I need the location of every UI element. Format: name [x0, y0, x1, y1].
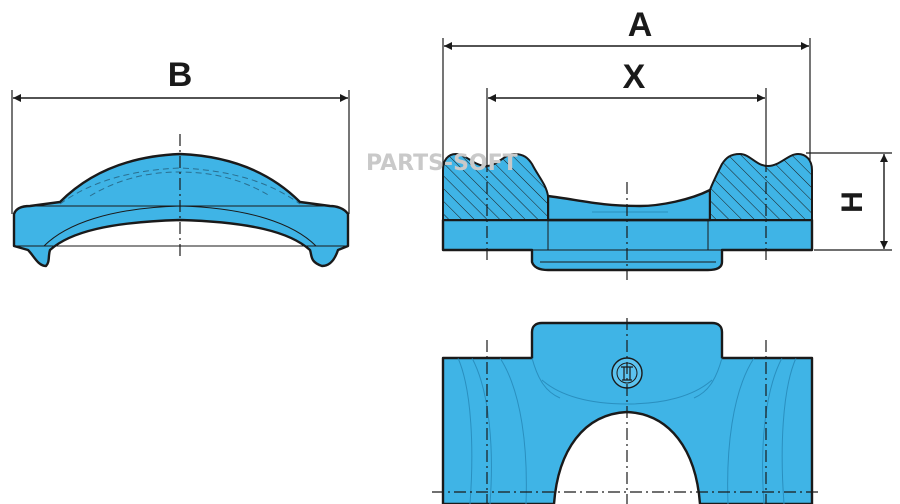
top-contour-3 [499, 357, 527, 504]
top-contour-1 [457, 357, 473, 504]
front-view-body [12, 152, 350, 268]
watermark: PARTS-SOFT [366, 151, 518, 176]
front-view: B [11, 56, 350, 268]
section-hatch-right [709, 152, 813, 221]
section-hatch-left [442, 152, 549, 221]
section-center-channel [546, 188, 712, 222]
section-body [441, 218, 814, 272]
top-contour-6 [727, 357, 755, 504]
dimension-label-a: A [628, 6, 653, 44]
top-contour-8 [693, 357, 723, 399]
top-contour-4 [781, 357, 797, 504]
top-contour-5 [762, 357, 783, 504]
dimension-label-x: X [623, 58, 646, 96]
dimension-label-h: H [836, 191, 869, 213]
front-hidden-arc [59, 167, 301, 205]
top-contour-2 [471, 357, 492, 504]
dimension-label-b: B [168, 56, 193, 94]
top-contour-9 [541, 379, 713, 405]
top-view [432, 318, 822, 504]
side-view-section: A X H [441, 6, 892, 280]
top-contour-7 [531, 357, 561, 399]
